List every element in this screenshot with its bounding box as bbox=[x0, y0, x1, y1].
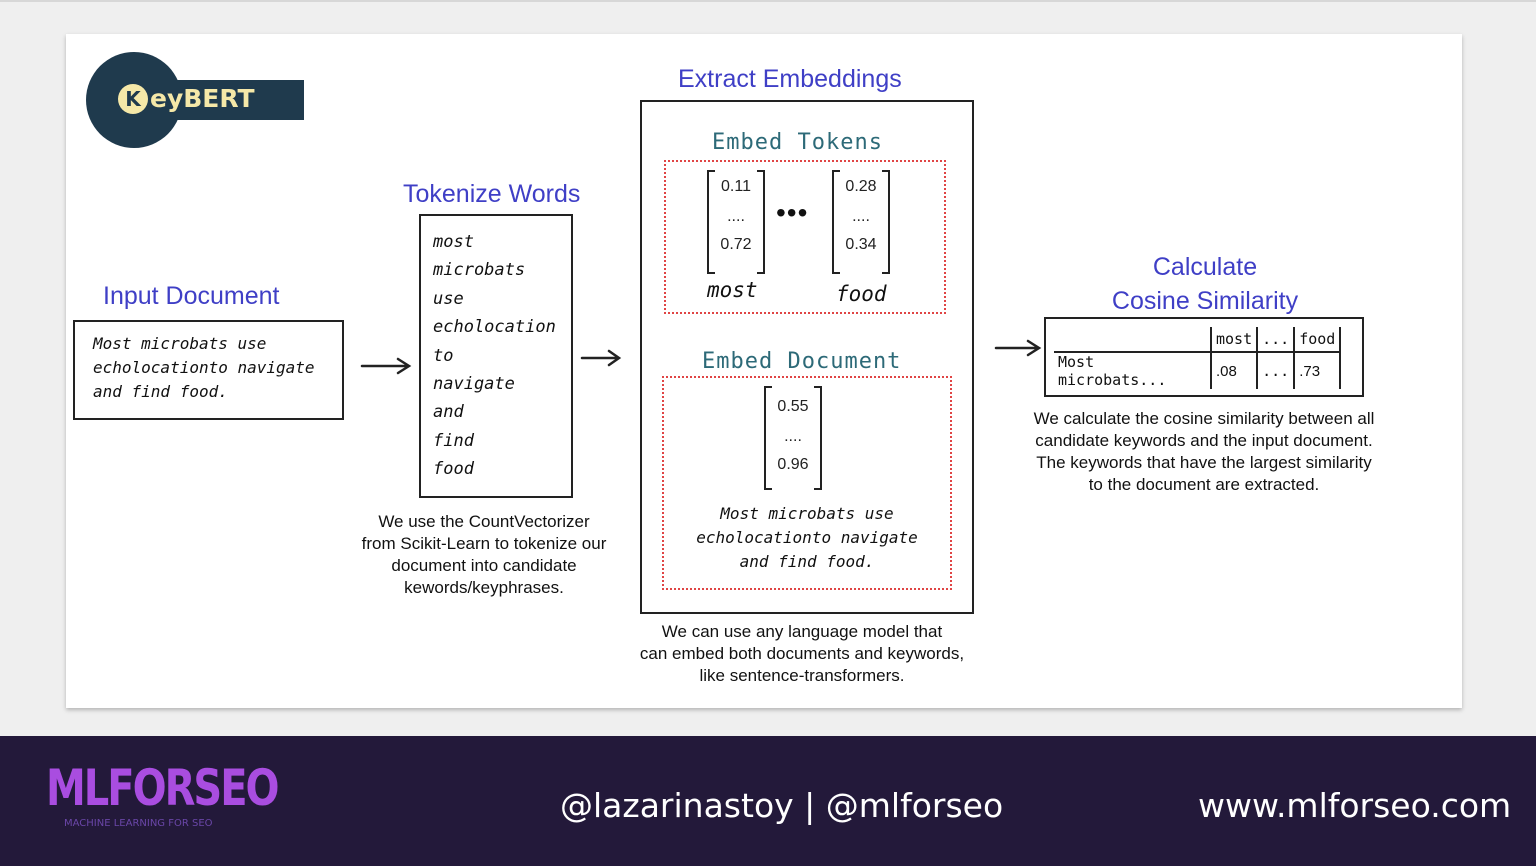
vector-value: 0.72 bbox=[720, 236, 752, 253]
embed-tokens-frame bbox=[664, 160, 946, 314]
token-item: echolocation bbox=[433, 317, 556, 338]
vector-ellipsis: .... bbox=[852, 208, 870, 225]
extract-embeddings-title: Extract Embeddings bbox=[678, 65, 902, 93]
embed-document-frame bbox=[662, 376, 952, 590]
table-cell: .08 bbox=[1209, 352, 1259, 389]
cosine-similarity-title: Calculate Cosine Similarity bbox=[1080, 250, 1330, 318]
vector-ellipsis: .... bbox=[727, 208, 745, 225]
input-text-line: echolocationto navigate bbox=[93, 358, 315, 377]
embed-tokens-title: Embed Tokens bbox=[712, 130, 883, 155]
table-header-row: most ... food bbox=[1054, 327, 1342, 352]
diagram-slide: K eyBERT Input Document Most microbats u… bbox=[66, 34, 1462, 708]
vector-value: 0.11 bbox=[721, 178, 751, 195]
caption-line: from Scikit-Learn to tokenize our bbox=[361, 534, 607, 553]
table-header-cell bbox=[1054, 327, 1211, 352]
cosine-caption: We calculate the cosine similarity betwe… bbox=[1004, 408, 1404, 496]
token-item: microbats bbox=[433, 260, 526, 281]
similarity-table-box: most ... food Most microbats... .08 ... … bbox=[1044, 317, 1364, 397]
token-label-food: food bbox=[836, 282, 887, 306]
embeddings-box bbox=[640, 100, 974, 614]
footer-bar: MLFORSEO MACHINE LEARNING FOR SEO @lazar… bbox=[0, 736, 1536, 866]
table-header-cell: most bbox=[1209, 327, 1259, 352]
tokenize-caption: We use the CountVectorizer from Scikit-L… bbox=[334, 511, 634, 599]
caption-line: kewords/keyphrases. bbox=[404, 578, 564, 597]
table-cell: Most microbats... bbox=[1058, 353, 1167, 389]
token-item: to bbox=[433, 345, 454, 366]
input-document-box: Most microbats use echolocationto naviga… bbox=[73, 320, 344, 420]
logo-letter-circle: K bbox=[118, 84, 148, 114]
vector-value: 0.96 bbox=[777, 456, 809, 473]
vector-value: 0.34 bbox=[845, 236, 877, 253]
token-list-box: most microbats use echolocation to navig… bbox=[419, 214, 573, 498]
table-cell: ... bbox=[1257, 352, 1296, 389]
token-item: most bbox=[433, 232, 474, 252]
input-text-line: and find food. bbox=[93, 382, 228, 401]
document-text-line: echolocationto navigate bbox=[696, 528, 918, 547]
website-link[interactable]: www.mlforseo.com bbox=[1198, 786, 1512, 825]
caption-line: to the document are extracted. bbox=[1088, 475, 1320, 494]
token-item: and bbox=[433, 402, 464, 423]
tokenize-words-title: Tokenize Words bbox=[403, 180, 581, 208]
token-item: food bbox=[433, 459, 474, 480]
token-item: find bbox=[433, 430, 474, 451]
caption-line: can embed both documents and keywords, bbox=[639, 644, 965, 663]
top-divider bbox=[0, 0, 1536, 2]
table-row: Most microbats... .08 ... .73 bbox=[1054, 352, 1342, 389]
embed-document-text: Most microbats use echolocationto naviga… bbox=[666, 502, 948, 574]
input-document-title: Input Document bbox=[103, 282, 280, 310]
similarity-table: most ... food Most microbats... .08 ... … bbox=[1054, 327, 1342, 389]
embeddings-caption: We can use any language model that can e… bbox=[602, 621, 1002, 687]
input-text-line: Most microbats use bbox=[93, 334, 267, 353]
table-header-cell: food bbox=[1294, 327, 1342, 352]
title-line: Cosine Similarity bbox=[1111, 287, 1299, 315]
caption-line: The keywords that have the largest simil… bbox=[1036, 453, 1372, 472]
token-vector-most: 0.11 .... 0.72 bbox=[707, 170, 765, 274]
brand-subtitle: MACHINE LEARNING FOR SEO bbox=[64, 818, 213, 829]
arrow-icon bbox=[994, 339, 1042, 357]
token-vector-food: 0.28 .... 0.34 bbox=[832, 170, 890, 274]
title-line: Calculate bbox=[1152, 253, 1258, 281]
embed-document-title: Embed Document bbox=[702, 349, 902, 374]
caption-line: candidate keywords and the input documen… bbox=[1035, 431, 1373, 450]
caption-line: We calculate the cosine similarity betwe… bbox=[1033, 409, 1375, 428]
document-vector: 0.55 .... 0.96 bbox=[764, 386, 822, 490]
token-label-most: most bbox=[707, 278, 758, 302]
document-text-line: Most microbats use bbox=[720, 504, 894, 523]
logo-text: eyBERT bbox=[150, 84, 255, 113]
caption-line: document into candidate bbox=[391, 556, 577, 575]
social-handles: @lazarinastoy | @mlforseo bbox=[560, 786, 1004, 825]
table-header-cell: ... bbox=[1257, 327, 1296, 352]
arrow-icon bbox=[360, 357, 412, 375]
arrow-icon bbox=[580, 349, 622, 367]
vector-value: 0.28 bbox=[845, 178, 877, 195]
table-cell: .73 bbox=[1294, 352, 1342, 389]
document-text-line: and find food. bbox=[739, 552, 875, 571]
token-ellipsis-icon: ••• bbox=[776, 197, 809, 228]
brand-wordmark: MLFORSEO bbox=[46, 760, 280, 818]
vector-value: 0.55 bbox=[777, 398, 809, 415]
token-item: navigate bbox=[433, 374, 515, 395]
caption-line: We use the CountVectorizer bbox=[378, 512, 590, 531]
caption-line: We can use any language model that bbox=[661, 622, 943, 641]
vector-ellipsis: .... bbox=[784, 428, 802, 445]
caption-line: like sentence-transformers. bbox=[699, 666, 905, 685]
keybert-logo: K eyBERT bbox=[86, 50, 304, 150]
token-item: use bbox=[433, 288, 464, 309]
mlforseo-logo: MLFORSEO MACHINE LEARNING FOR SEO bbox=[46, 760, 280, 829]
